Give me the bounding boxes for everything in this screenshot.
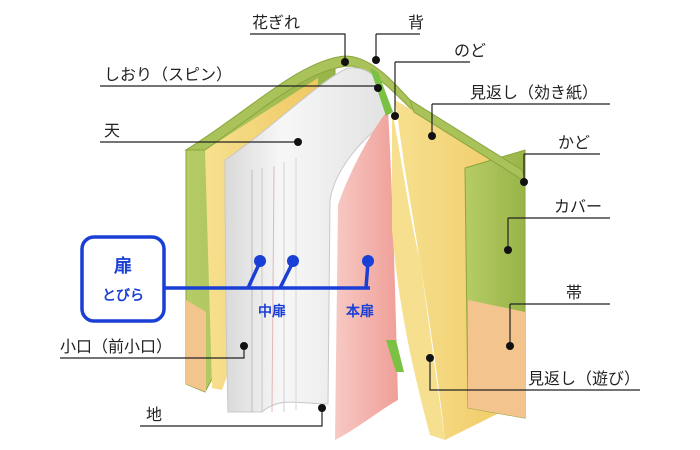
- dot-tobira-3: [362, 255, 374, 267]
- leader-koguchi: [60, 348, 245, 359]
- label-hanagire: 花ぎれ: [252, 13, 300, 32]
- dot-shiori: [374, 84, 382, 92]
- leader-hanagire: [250, 33, 346, 60]
- leader-mikaeshi-asobi: [429, 360, 640, 391]
- right-obi: [468, 300, 525, 418]
- label-nakatobira: 中扉: [258, 303, 286, 320]
- dot-koguchi: [240, 342, 248, 350]
- label-kado: かど: [558, 133, 590, 152]
- label-koguchi: 小口（前小口）: [60, 337, 172, 356]
- dot-mikaeshi-kiki: [428, 132, 436, 140]
- dot-chi: [318, 404, 326, 412]
- label-hontobira: 本扉: [346, 303, 374, 320]
- label-nodo: のど: [454, 41, 486, 60]
- tobira-reading: とびら: [102, 288, 144, 304]
- dot-tobira-1: [254, 255, 266, 267]
- label-cover: カバー: [554, 197, 602, 216]
- tobira-box: [80, 235, 166, 323]
- bookmark-ribbon-tail: [386, 340, 404, 372]
- label-se: 背: [408, 13, 424, 32]
- label-mikaeshi-kiki: 見返し（効き紙）: [470, 83, 598, 102]
- label-ten: 天: [104, 121, 120, 140]
- text-block: [224, 67, 389, 413]
- dot-kado: [520, 178, 528, 186]
- label-mikaeshi-asobi: 見返し（遊び）: [528, 369, 640, 388]
- label-chi: 地: [146, 405, 162, 424]
- dot-cover: [504, 246, 512, 254]
- dot-hanagire: [341, 58, 349, 66]
- bookmark-ribbon: [370, 68, 393, 116]
- leader-chi: [140, 410, 323, 427]
- dot-obi: [506, 342, 514, 350]
- dot-se: [372, 56, 380, 64]
- label-shiori: しおり（スピン）: [104, 65, 232, 84]
- dot-mikaeshi-asobi: [426, 354, 434, 362]
- label-obi: 帯: [566, 283, 582, 302]
- dot-nodo: [391, 112, 399, 120]
- tobira-title: 扉: [114, 255, 132, 277]
- left-obi: [186, 300, 206, 392]
- dot-tobira-2: [287, 255, 299, 267]
- dot-ten: [294, 138, 302, 146]
